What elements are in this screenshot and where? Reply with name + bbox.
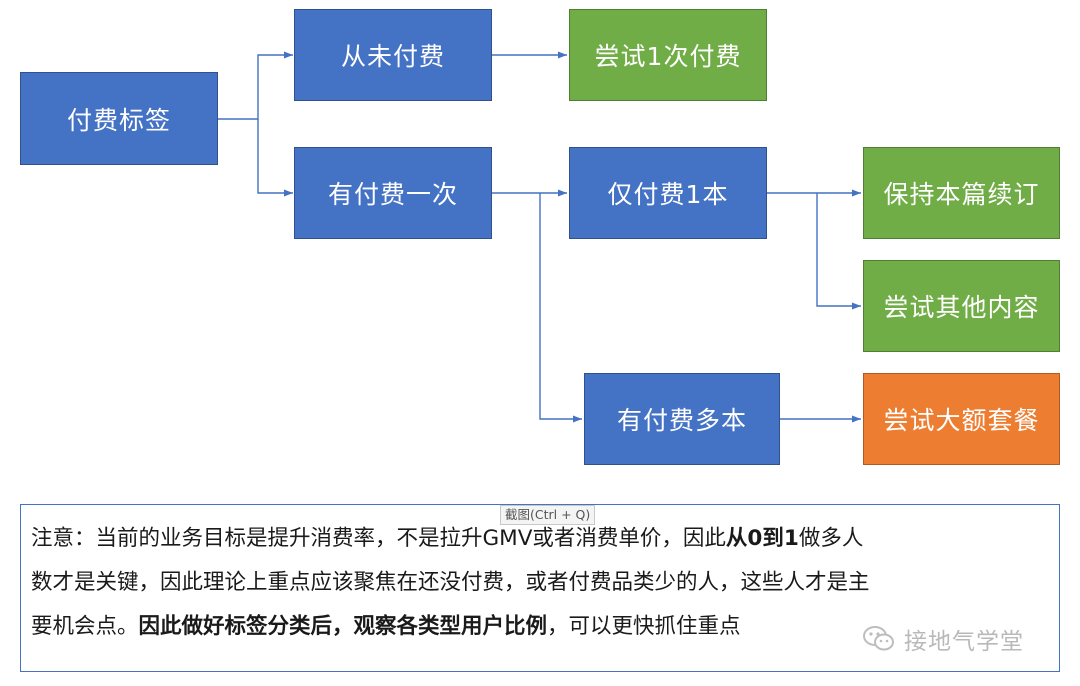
node-label: 从未付费 (340, 42, 445, 71)
note-text: ，可以更快抓住重点 (547, 614, 741, 639)
edge-root-to-never-paid (218, 51, 293, 120)
node-paid-one-item: 仅付费1本 (569, 147, 767, 239)
note-line-2: 数才是关键，因此理论上重点应该聚焦在还没付费，或者付费品类少的人，这些人才是主 (31, 561, 1047, 605)
node-paid-once: 有付费一次 (294, 147, 492, 239)
node-label: 尝试1次付费 (594, 42, 742, 71)
node-label: 付费标签 (66, 105, 171, 135)
note-text: 要机会点。 (31, 614, 139, 639)
watermark-text: 接地气学堂 (904, 629, 1024, 655)
watermark: 接地气学堂 (862, 619, 1024, 659)
node-pay-tag: 付费标签 (20, 72, 218, 165)
node-never-paid: 从未付费 (294, 9, 492, 101)
note-bold-text: 因此做好标签分类后，观察各类型用户比例 (138, 614, 548, 639)
note-text: 注意：当前的业务目标是提升消费率，不是拉升GMV或者消费单价，因此 (31, 526, 726, 551)
note-line-3: 要机会点。因此做好标签分类后，观察各类型用户比例，可以更快抓住重点 (31, 605, 1047, 649)
wechat-icon (863, 626, 894, 651)
node-paid-many: 有付费多本 (584, 373, 780, 465)
note-line-1: 注意：当前的业务目标是提升消费率，不是拉升GMV或者消费单价，因此从0到1做多人 (31, 517, 1047, 561)
node-label: 保持本篇续订 (883, 180, 1040, 209)
node-label: 尝试大额套餐 (883, 406, 1040, 435)
node-label: 尝试其他内容 (883, 293, 1040, 322)
note-text: 数才是关键，因此理论上重点应该聚焦在还没付费，或者付费品类少的人，这些人才是主 (31, 570, 870, 595)
node-label: 有付费一次 (327, 180, 458, 209)
node-try-other: 尝试其他内容 (863, 260, 1060, 352)
edge-paid-once-to-many (539, 193, 582, 423)
node-label: 有付费多本 (616, 406, 747, 435)
note-text: 做多人 (798, 526, 864, 551)
node-label: 仅付费1本 (607, 180, 729, 209)
note-bold-text: 从0到1 (725, 526, 799, 551)
edge-one-item-to-other (816, 193, 861, 310)
node-try-big-bundle: 尝试大额套餐 (863, 373, 1060, 465)
node-try-pay-once: 尝试1次付费 (569, 9, 767, 101)
note-box: 注意：当前的业务目标是提升消费率，不是拉升GMV或者消费单价，因此从0到1做多人… (20, 504, 1060, 672)
node-keep-series: 保持本篇续订 (863, 147, 1060, 239)
edge-root-to-paid-once (257, 119, 293, 197)
screenshot-tooltip: 截图(Ctrl + Q) (500, 505, 596, 525)
